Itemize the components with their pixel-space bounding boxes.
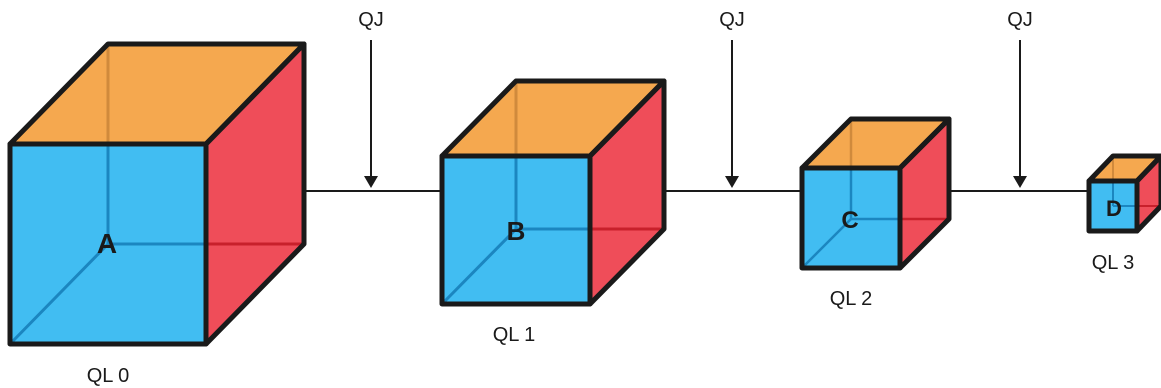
cube-letter: A [97, 228, 117, 259]
cube-b: B QL 1 [439, 78, 667, 346]
down-arrowhead [1013, 176, 1027, 188]
cube-front-outline [799, 165, 903, 271]
cube-d: D QL 3 [1086, 153, 1161, 274]
hidden-edge [8, 242, 110, 346]
operation-qj-1: QJ [358, 9, 384, 188]
cube-letter: B [507, 216, 526, 246]
down-arrowhead [725, 176, 739, 188]
cube-letter: D [1106, 196, 1122, 221]
cube-letter: C [841, 207, 858, 234]
cube-label: QL 0 [87, 365, 130, 387]
connector-cd [924, 185, 1110, 197]
operation-label: QJ [719, 9, 745, 31]
cube-label: QL 1 [493, 324, 536, 346]
cube-a: A QL 0 [7, 41, 307, 387]
cube-front-outline [7, 141, 209, 347]
operation-label: QJ [1007, 9, 1033, 31]
operation-qj-2: QJ [719, 9, 745, 188]
hidden-edge [440, 227, 518, 306]
down-arrowhead [364, 176, 378, 188]
cube-label: QL 2 [830, 288, 873, 310]
cube-front-outline [1086, 178, 1140, 234]
cube-label: QL 3 [1092, 252, 1135, 274]
cube-c: C QL 2 [799, 116, 952, 310]
operation-qj-3: QJ [1007, 9, 1033, 188]
operation-label: QJ [358, 9, 384, 31]
cube-side-face [590, 81, 664, 304]
hidden-edge [801, 218, 852, 269]
cube-front-outline [439, 153, 593, 307]
